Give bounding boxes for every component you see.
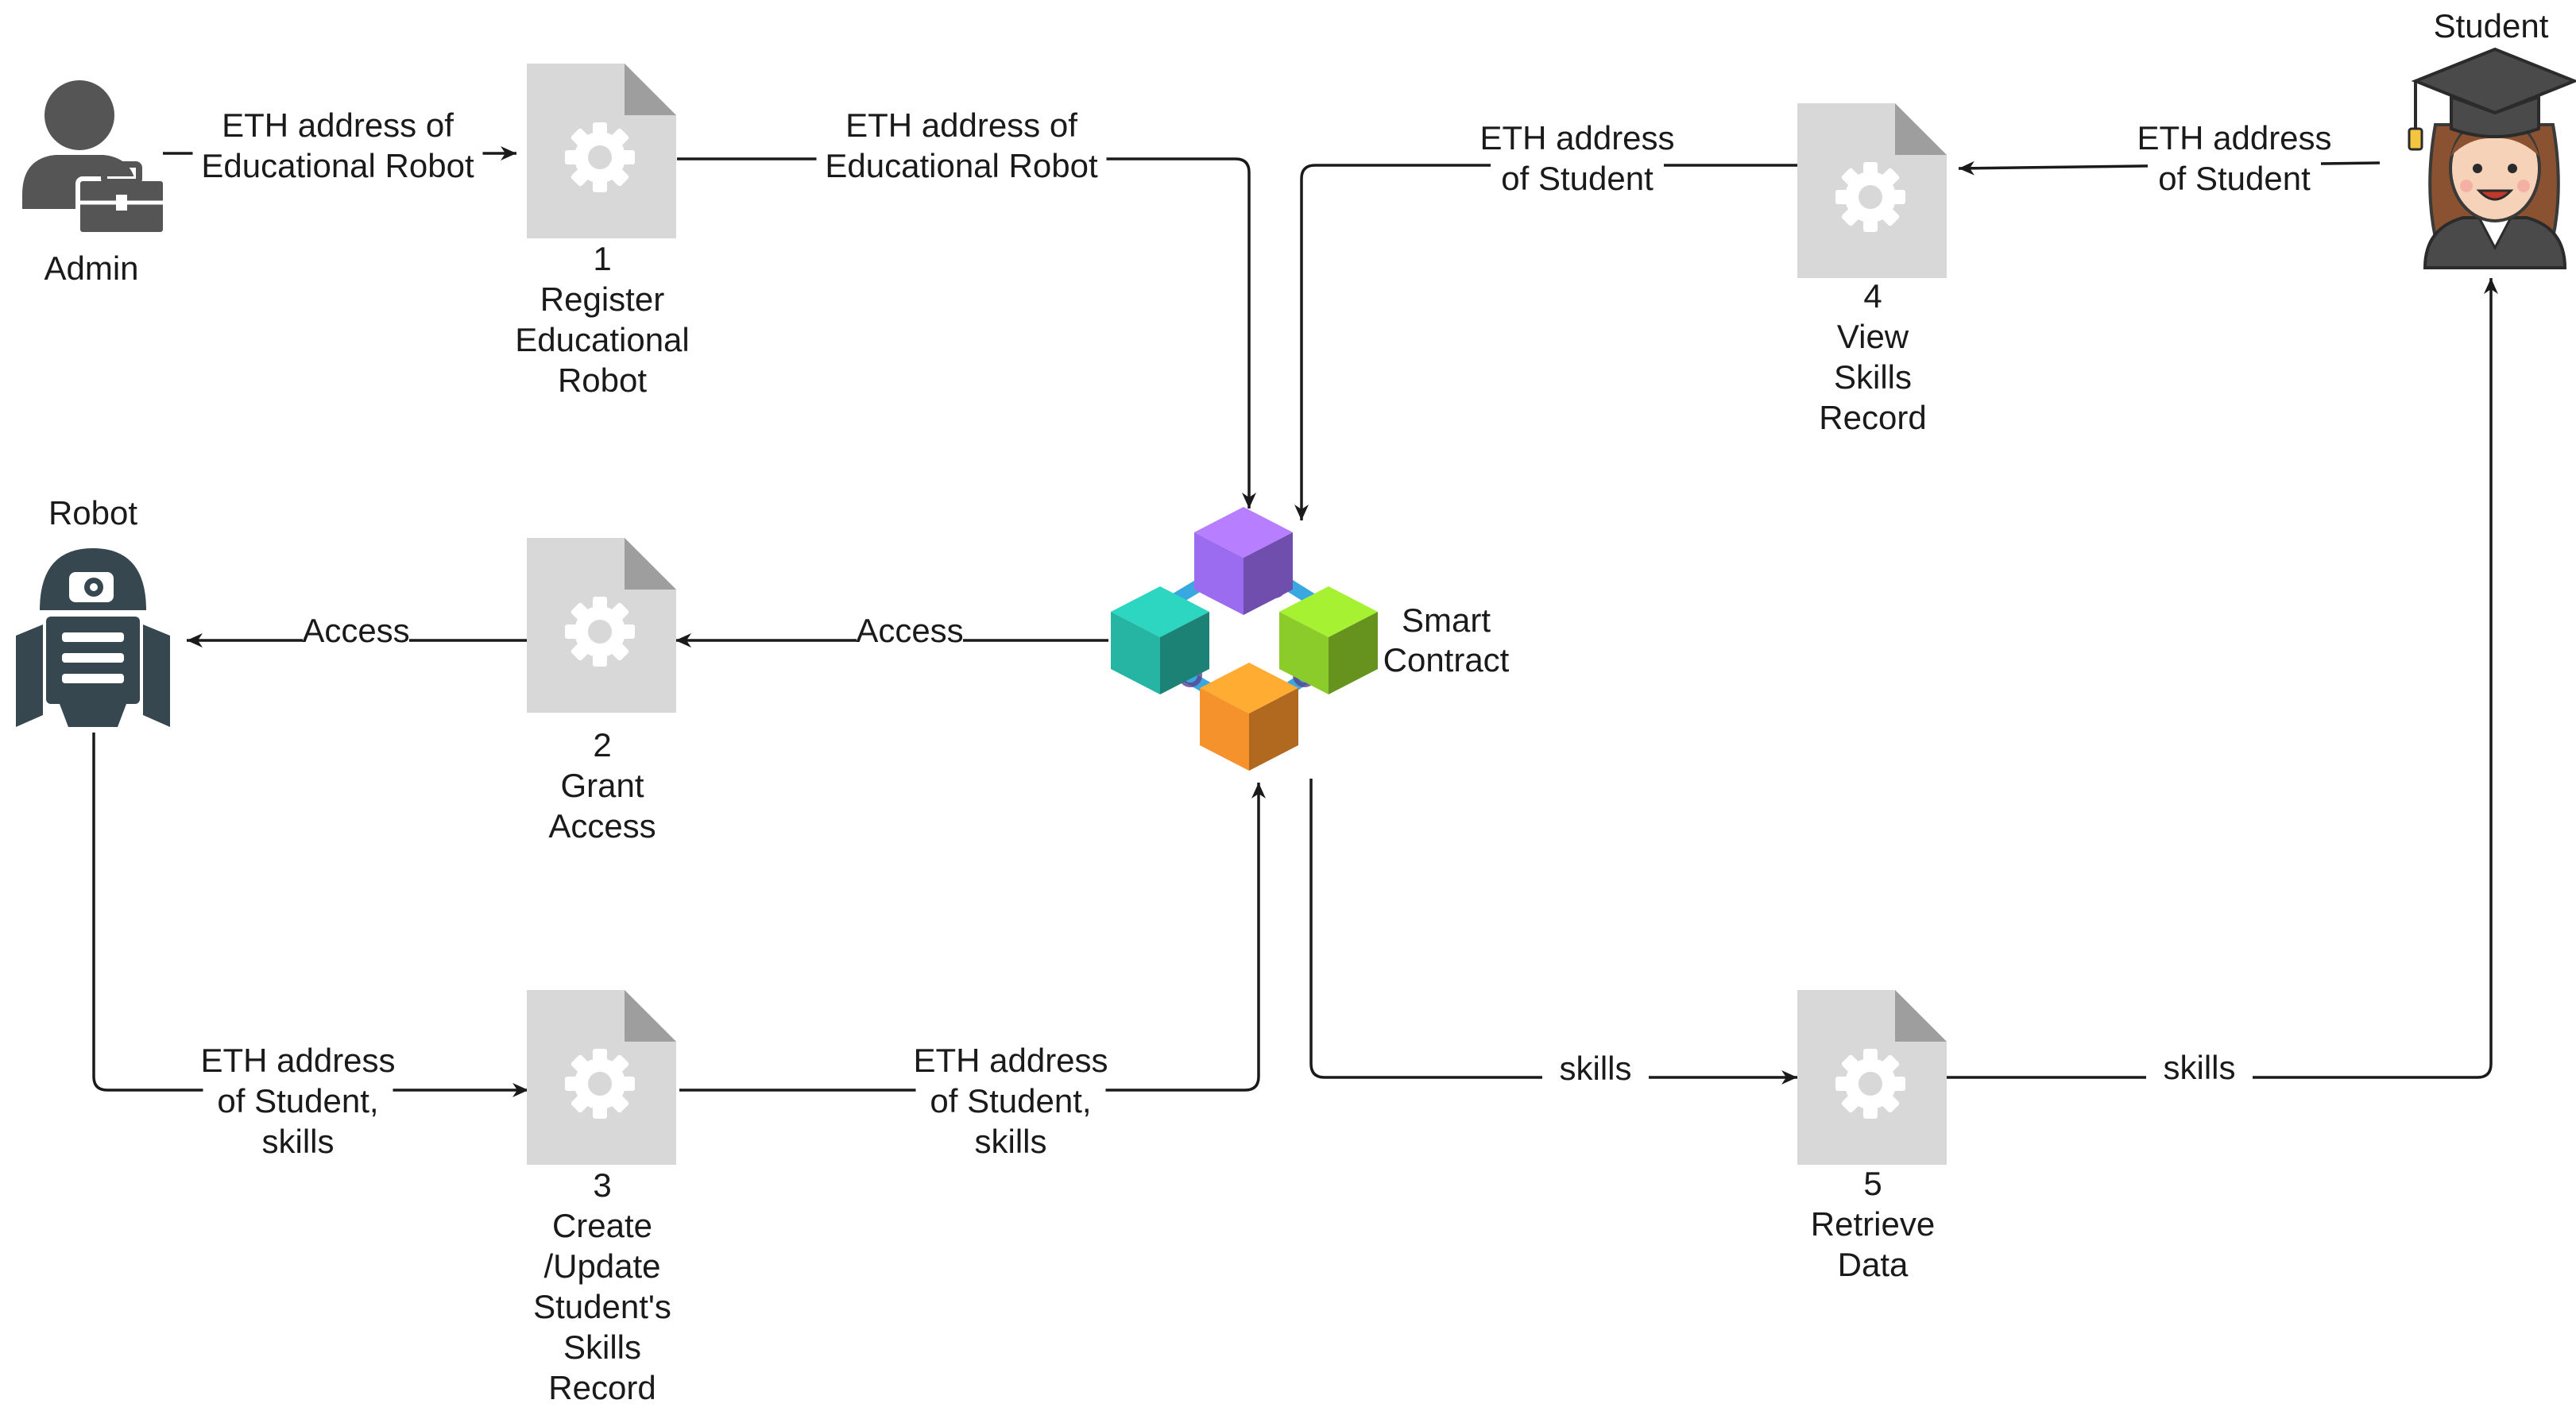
robot-label: Robot	[48, 494, 137, 532]
process-labels: 1RegisterEducationalRobot2GrantAccess3Cr…	[515, 240, 1935, 1406]
edge-label-line: Access	[302, 612, 409, 649]
process-p2-label-line: Grant	[560, 767, 644, 804]
process-p4-label-line: Record	[1819, 399, 1926, 436]
edge-label-line: of Student	[1501, 160, 1654, 197]
admin-briefcase-icon	[22, 80, 168, 237]
admin-actor: Admin	[22, 80, 168, 287]
process-p5-label-line: 5	[1863, 1165, 1882, 1202]
process-p1-label-line: Robot	[558, 362, 647, 399]
edge-label-line: Access	[856, 612, 963, 649]
edge-label-line: ETH address	[1479, 119, 1674, 157]
process-p3-label-line: 3	[593, 1166, 611, 1204]
edge-label-line: of Student,	[217, 1082, 378, 1119]
edge-label-p5-to-student: skills	[2146, 1049, 2253, 1087]
edge-p4-to-contract	[1294, 164, 1797, 520]
student-actor: Student	[2408, 7, 2576, 269]
process-p5-label-line: Retrieve	[1811, 1205, 1935, 1243]
gear-icon	[565, 122, 635, 192]
student-label: Student	[2434, 7, 2549, 44]
process-p2-label-line: 2	[593, 726, 611, 764]
robot-actor: Robot	[16, 494, 170, 727]
cube-teal	[1111, 586, 1209, 694]
edge-label-line: ETH address	[200, 1042, 395, 1079]
process-p4-label-line: View	[1837, 318, 1909, 355]
smart-contract-label-line1: Smart	[1402, 601, 1491, 639]
edge-label-line: skills	[975, 1123, 1047, 1160]
gear-icon	[1835, 162, 1905, 232]
cube-orange	[1200, 663, 1298, 771]
edge-label-line: skills	[2164, 1049, 2236, 1086]
admin-label: Admin	[44, 249, 138, 287]
document-gear-icon	[527, 64, 676, 238]
edge-label-line: Educational Robot	[825, 147, 1098, 184]
edge-label-line: Educational Robot	[201, 147, 474, 184]
edge-label-line: of Student,	[930, 1082, 1091, 1119]
robot-icon	[16, 548, 170, 727]
graduate-student-icon	[2408, 47, 2576, 269]
process-p4-label-line: Skills	[1834, 358, 1912, 396]
process-p1-label-line: Register	[540, 280, 664, 318]
process-p2-label-line: Access	[548, 807, 656, 845]
edge-label-contract-to-p5: skills	[1542, 1050, 1649, 1088]
document-gear-icon	[1797, 990, 1947, 1165]
edge-label-contract-to-p2: Access	[856, 612, 964, 650]
process-p3-label-line: Record	[548, 1369, 656, 1406]
edge-p3-to-contract	[679, 783, 1266, 1092]
smart-contract-node: Smart Contract	[1111, 507, 1510, 771]
edge-contract-to-p5	[1309, 779, 1797, 1085]
smart-contract-label-line2: Contract	[1383, 641, 1510, 679]
edges	[92, 146, 2498, 1097]
edge-robot-to-p3	[92, 733, 528, 1097]
document-gear-icon	[527, 990, 676, 1165]
gear-icon	[1835, 1049, 1905, 1119]
gear-icon	[565, 1049, 635, 1119]
edge-p5-to-student	[1947, 278, 2498, 1079]
process-p1-label-line: Educational	[515, 321, 690, 358]
cube-purple	[1194, 507, 1293, 615]
document-gear-icon	[1797, 103, 1947, 278]
edge-label-line: skills	[1560, 1050, 1632, 1087]
gear-icon	[565, 597, 635, 667]
process-p3-label-line: Skills	[563, 1328, 641, 1366]
process-icons	[527, 64, 1947, 1165]
process-p5-label-line: Data	[1838, 1246, 1909, 1283]
cube-green	[1279, 586, 1378, 694]
process-p3-label-line: Create	[552, 1207, 652, 1244]
process-p4-label-line: 4	[1863, 277, 1882, 315]
edge-label-line: of Student	[2158, 160, 2311, 197]
edge-label-line: ETH address	[2137, 119, 2331, 157]
edge-label-p2-to-robot: Access	[302, 612, 410, 650]
edge-label-line: skills	[262, 1123, 335, 1160]
process-p1-label-line: 1	[593, 240, 611, 277]
edge-label-line: ETH address of	[222, 106, 454, 144]
edge-label-line: ETH address of	[845, 106, 1077, 144]
process-p3-label-line: Student's	[533, 1288, 671, 1325]
edge-p1-to-contract	[677, 157, 1256, 508]
edge-label-line: ETH address	[913, 1042, 1108, 1079]
document-gear-icon	[527, 538, 676, 713]
process-p3-label-line: /Update	[543, 1247, 660, 1285]
blockchain-cubes-icon	[1111, 507, 1378, 771]
